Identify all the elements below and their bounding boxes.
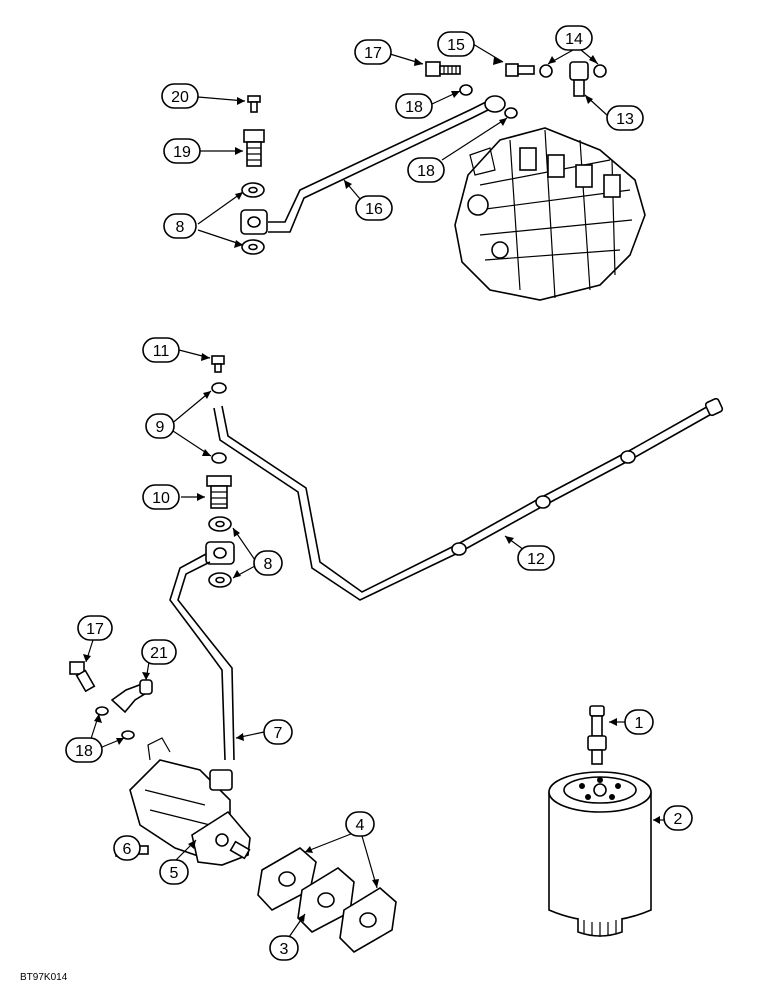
callout-18-b: 18 [407, 157, 445, 183]
screw-20 [247, 95, 261, 113]
callout-11: 11 [142, 337, 180, 363]
injection-pump [454, 127, 646, 301]
callout-17-top: 17 [354, 39, 392, 65]
line-12-clip-b [535, 495, 551, 509]
banjo-bolt-10 [206, 475, 232, 509]
callout-8-top-label: 8 [176, 219, 185, 236]
callout-19-label: 19 [173, 144, 191, 161]
callout-8-mid-label: 8 [264, 556, 273, 573]
callout-7-label: 7 [274, 725, 283, 742]
callout-11-label: 11 [153, 343, 170, 360]
callout-18-a-label: 18 [405, 99, 423, 116]
fuel-line-12 [213, 407, 716, 601]
elbow-fitting-13 [569, 61, 589, 97]
lift-pump-5 [129, 737, 251, 866]
callout-4-label: 4 [356, 817, 365, 834]
gasket-4-b [339, 887, 397, 954]
callout-17-low: 17 [77, 615, 113, 641]
callout-18-a: 18 [395, 93, 433, 119]
line-12-end-fitting [704, 397, 724, 417]
callout-8-top: 8 [163, 213, 197, 239]
fuel-line-7-edge [177, 561, 235, 761]
line-12-clip-c [620, 450, 636, 464]
fuel-line-16-edge [268, 107, 493, 233]
banjo-bolt-19 [243, 129, 265, 167]
callout-18-c-label: 18 [75, 743, 93, 760]
callout-9: 9 [145, 413, 175, 439]
callout-14-label: 14 [565, 31, 583, 48]
banjo-fitting-top [240, 209, 268, 235]
callout-17-low-label: 17 [86, 621, 104, 638]
callout-2: 2 [663, 805, 693, 831]
fuel-line-16 [268, 99, 491, 223]
callout-16: 16 [355, 195, 393, 221]
callout-15: 15 [437, 31, 475, 57]
callout-4: 4 [345, 811, 375, 837]
washer-18-c [95, 706, 109, 716]
figure-code: BT97K014 [20, 972, 68, 983]
callout-8-mid: 8 [253, 550, 283, 576]
banjo-fitting-mid [205, 541, 235, 565]
callout-1: 1 [624, 709, 654, 735]
bolt-11 [211, 355, 225, 373]
callout-6-label: 6 [123, 841, 132, 858]
callout-16-label: 16 [365, 201, 383, 218]
callout-10: 10 [142, 484, 180, 510]
callout-13-label: 13 [616, 111, 634, 128]
callout-14: 14 [555, 25, 593, 51]
line-16-eye-fitting [484, 95, 506, 113]
callout-2-label: 2 [674, 811, 683, 828]
bolt-17-top [425, 61, 461, 77]
callout-13: 13 [606, 105, 644, 131]
callout-7: 7 [263, 719, 293, 745]
callout-3: 3 [269, 935, 299, 961]
callout-15-label: 15 [447, 37, 465, 54]
washer-18-d [121, 730, 135, 740]
fitting-1 [587, 705, 607, 765]
fuel-filter-2 [548, 771, 652, 937]
callout-21: 21 [141, 639, 177, 665]
washer-9-a [211, 382, 227, 394]
callout-18-b-label: 18 [417, 163, 435, 180]
callout-5: 5 [159, 859, 189, 885]
callout-18-c: 18 [65, 737, 103, 763]
callout-17-top-label: 17 [364, 45, 382, 62]
callout-5-label: 5 [170, 865, 179, 882]
washer-14-b [593, 64, 607, 78]
fuel-line-7 [169, 553, 226, 761]
washer-14-a [539, 64, 553, 78]
elbow-fitting-21 [110, 679, 153, 714]
washer-9-b [211, 452, 227, 464]
callout-19: 19 [163, 138, 201, 164]
bolt-15 [505, 63, 535, 77]
bolt-17-low [69, 661, 96, 693]
callout-12-label: 12 [527, 551, 545, 568]
washer-18-a [459, 84, 473, 96]
callout-3-label: 3 [280, 941, 289, 958]
callout-9-label: 9 [156, 419, 165, 436]
fuel-line-12-edge [221, 403, 713, 593]
callout-12: 12 [517, 545, 555, 571]
callout-6: 6 [113, 835, 141, 861]
washer-18-b [504, 107, 518, 119]
callout-1-label: 1 [635, 715, 644, 732]
callout-10-label: 10 [152, 490, 170, 507]
callout-20-label: 20 [171, 89, 189, 106]
callout-20: 20 [161, 83, 199, 109]
callout-21-label: 21 [150, 645, 168, 662]
line-12-clip-a [451, 542, 467, 556]
